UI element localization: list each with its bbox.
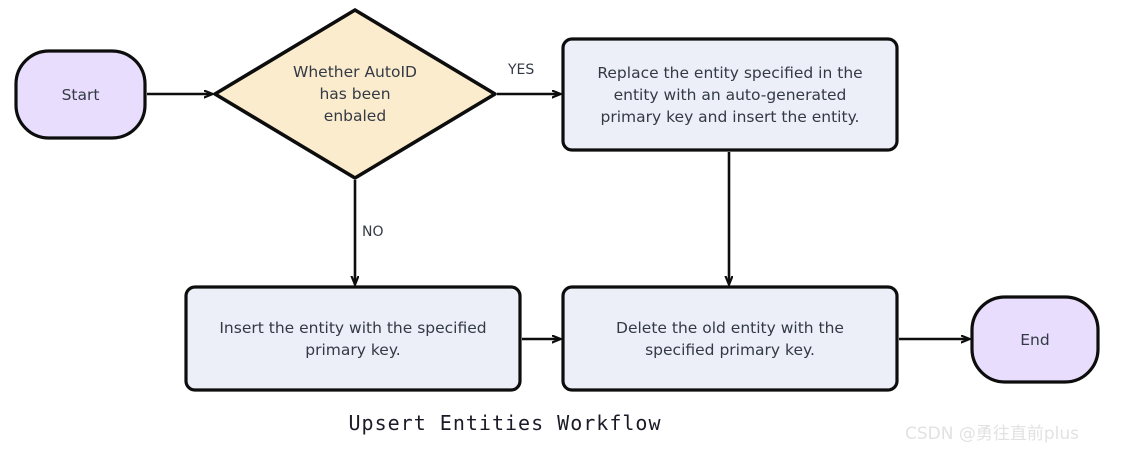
edge-label-yes: YES bbox=[508, 62, 535, 78]
node-end-shape[interactable] bbox=[970, 295, 1100, 384]
node-insert-entity-shape[interactable] bbox=[184, 285, 522, 392]
watermark: CSDN @勇往直前plus bbox=[905, 424, 1080, 444]
node-replace-entity-shape[interactable] bbox=[561, 37, 899, 152]
node-delete-old-entity-shape[interactable] bbox=[561, 285, 899, 392]
diagram-caption: Upsert Entities Workflow bbox=[348, 411, 662, 435]
node-start-shape[interactable] bbox=[14, 49, 147, 140]
edge-label-no: NO bbox=[362, 224, 384, 240]
node-decision-autoid-shape[interactable] bbox=[213, 8, 497, 180]
